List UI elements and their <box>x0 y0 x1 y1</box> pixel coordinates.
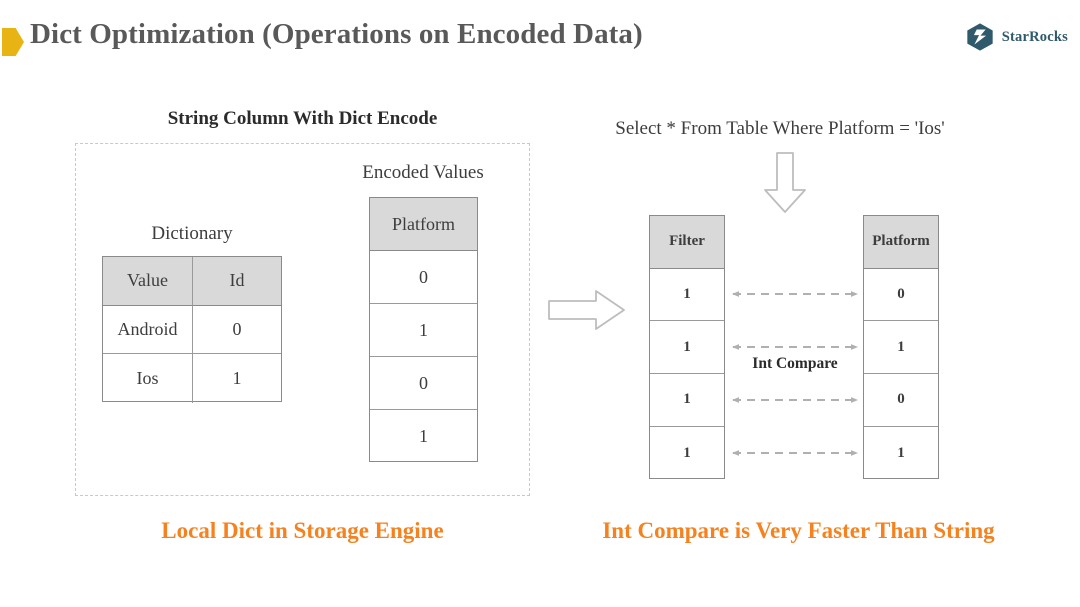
table-header-row: Platform <box>370 198 477 251</box>
cell-encoded-value: 1 <box>419 426 428 446</box>
brand-logo: StarRocks <box>965 22 1068 52</box>
cell-filter-value: 1 <box>650 269 724 322</box>
table-row: 0 <box>864 374 938 427</box>
dictionary-label: Dictionary <box>151 223 233 244</box>
table-row: 1 <box>650 269 724 322</box>
column-header-filter: Filter <box>650 216 724 269</box>
table-row: 0 <box>864 269 938 322</box>
caption-local-dict: Local Dict in Storage Engine <box>161 518 444 543</box>
platform-table: Platform 0 1 0 1 <box>863 215 939 479</box>
cell-platform-value: 0 <box>864 269 938 322</box>
cell-filter-value: 1 <box>650 321 724 375</box>
cell-filter-value: 1 <box>683 444 691 461</box>
int-compare-label: Int Compare <box>752 355 838 372</box>
encoded-values-label: Encoded Values <box>362 162 484 183</box>
chevron-bullet-icon <box>2 28 24 56</box>
cell-encoded-value: 0 <box>370 357 477 410</box>
starrocks-logo-icon <box>967 23 993 51</box>
cell-encoded-value: 1 <box>370 304 477 357</box>
cell-platform-value: 0 <box>864 374 938 427</box>
table-row: 0 <box>370 357 477 410</box>
column-header-platform: Platform <box>370 198 477 251</box>
table-row: Ios 1 <box>103 354 281 403</box>
table-row: Android 0 <box>103 305 281 355</box>
table-row: 1 <box>864 321 938 375</box>
column-header-id: Id <box>193 257 281 306</box>
table-row: 0 <box>370 251 477 304</box>
table-header-row: Value Id <box>103 257 281 306</box>
left-panel-title: String Column With Dict Encode <box>167 108 438 129</box>
filter-table: Filter 1 1 1 1 <box>649 215 725 479</box>
sql-query-text: Select * From Table Where Platform = 'Io… <box>615 118 945 139</box>
compare-connectors <box>732 291 858 456</box>
cell-value: Ios <box>103 354 193 403</box>
table-row: 1 <box>370 410 477 463</box>
cell-value: Android <box>103 305 193 355</box>
table-header-row: Filter <box>650 216 724 269</box>
cell-id: 1 <box>232 367 242 388</box>
table-row: 1 <box>650 321 724 375</box>
column-header-value: Value <box>103 257 193 306</box>
table-row: 1 <box>864 427 938 480</box>
page-title: Dict Optimization (Operations on Encoded… <box>30 18 643 50</box>
encoded-values-table: Platform 0 1 0 1 <box>369 197 478 462</box>
table-row: 1 <box>370 304 477 357</box>
table-row: 1 <box>650 374 724 427</box>
cell-platform-value: 1 <box>864 321 938 375</box>
caption-int-compare: Int Compare is Very Faster Than String <box>602 518 995 543</box>
table-header-row: Platform <box>864 216 938 269</box>
column-header-platform: Platform <box>864 216 938 269</box>
dictionary-table: Value Id Android 0 Ios 1 <box>102 256 282 403</box>
cell-platform-value: 1 <box>897 444 905 461</box>
cell-encoded-value: 0 <box>370 251 477 304</box>
arrow-down-icon <box>764 152 806 213</box>
cell-filter-value: 1 <box>650 374 724 427</box>
cell-id: 0 <box>193 306 281 355</box>
slide-header: Dict Optimization (Operations on Encoded… <box>0 0 1080 78</box>
local-dict-container <box>75 143 530 496</box>
table-row: 1 <box>650 427 724 480</box>
arrow-right-icon <box>548 290 625 330</box>
brand-name: StarRocks <box>1001 28 1068 45</box>
